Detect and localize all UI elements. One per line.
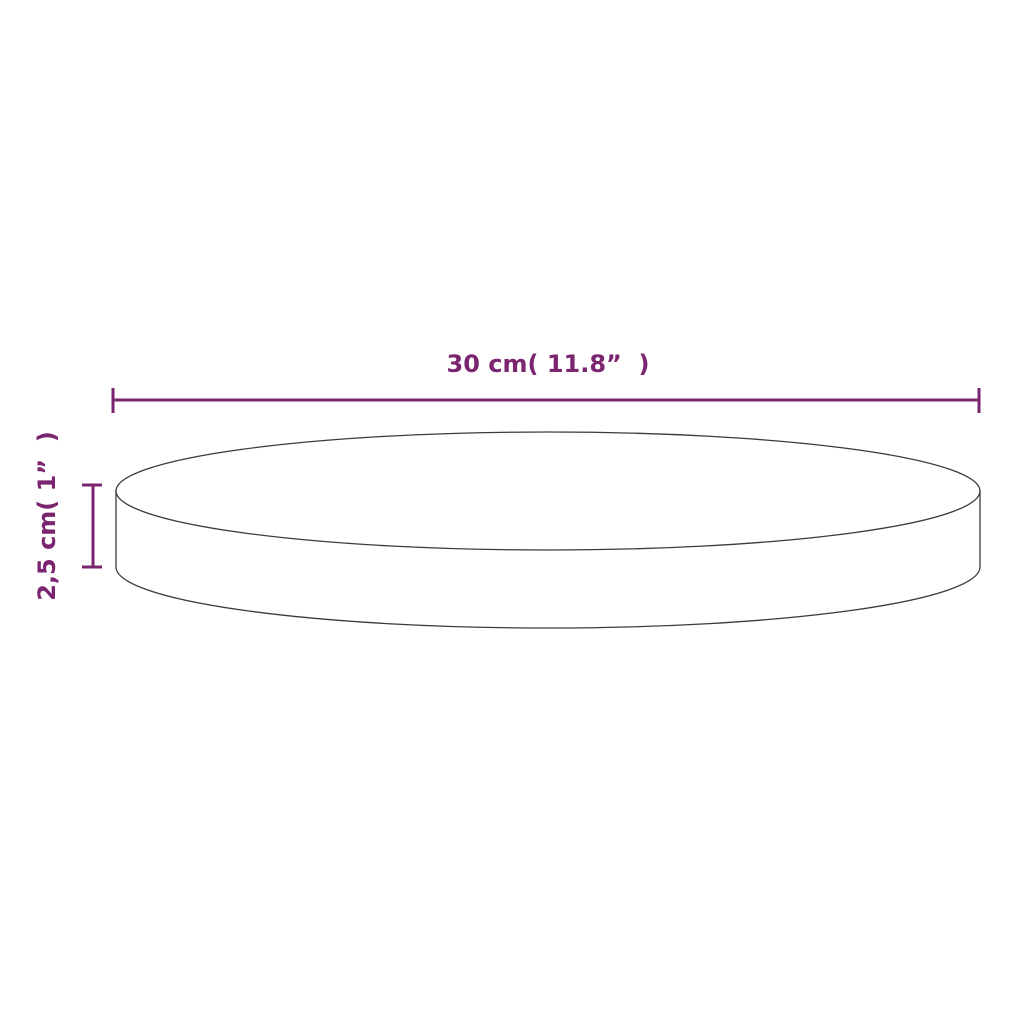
diameter-dimension: 30 cm( 11.8” ) bbox=[111, 350, 981, 413]
thickness-label: 2,5 cm( 1” ) bbox=[33, 431, 61, 601]
thickness-dimension: 2,5 cm( 1” ) bbox=[33, 431, 102, 601]
board-top-surface bbox=[115, 431, 981, 551]
diameter-label: 30 cm( 11.8” ) bbox=[447, 350, 650, 378]
